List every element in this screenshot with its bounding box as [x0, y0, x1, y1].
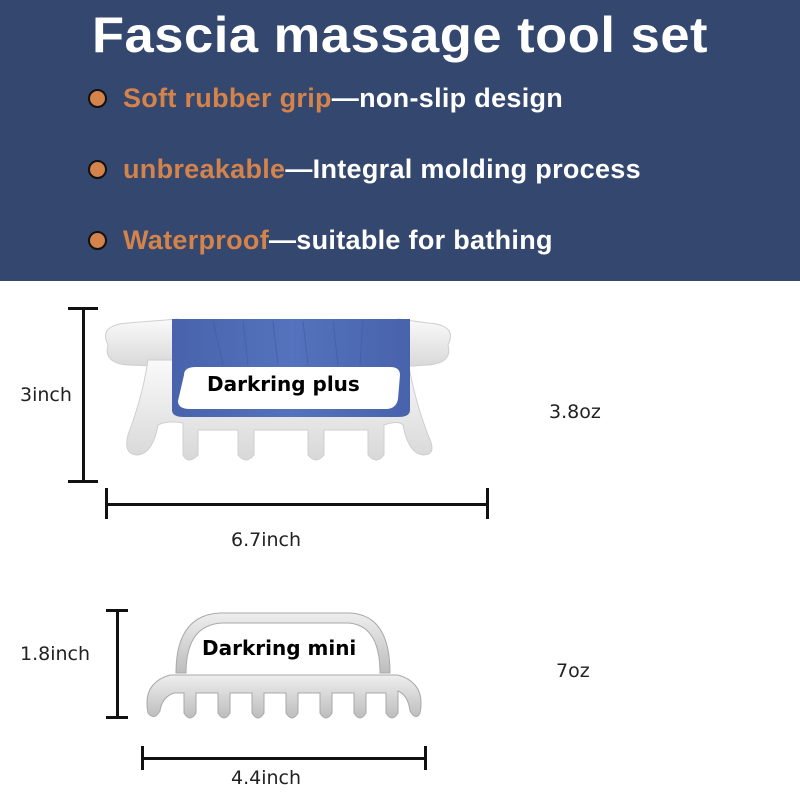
feature-highlight: Soft rubber grip	[123, 82, 332, 113]
feature-text: —suitable for bathing	[269, 224, 553, 255]
darkring-mini-illustration	[146, 612, 422, 719]
dimension-cap	[141, 746, 144, 770]
feature-text: —non-slip design	[331, 82, 564, 113]
dimension-cap	[106, 609, 128, 612]
weight-label: 7oz	[556, 660, 590, 682]
feature-item: unbreakable—Integral molding process	[88, 151, 641, 187]
dimension-cap	[424, 746, 427, 770]
height-dimension-line	[116, 610, 119, 718]
bullet-dot-icon	[88, 230, 107, 250]
width-dimension-line	[106, 503, 489, 506]
dimension-cap	[68, 480, 98, 483]
width-label: 4.4inch	[231, 767, 302, 789]
weight-label: 3.8oz	[549, 401, 601, 423]
feature-highlight: Waterproof	[123, 224, 269, 255]
height-dimension-line	[82, 308, 85, 482]
width-label: 6.7inch	[231, 529, 302, 551]
header-banner: Fascia massage tool set Soft rubber grip…	[0, 0, 800, 281]
darkring-plus-illustration	[105, 318, 451, 461]
bullet-dot-icon	[88, 88, 107, 108]
dimension-cap	[68, 307, 98, 310]
bullet-dot-icon	[88, 159, 107, 179]
feature-item: Waterproof—suitable for bathing	[88, 222, 553, 258]
height-label: 3inch	[20, 384, 72, 406]
page-title: Fascia massage tool set	[91, 7, 709, 63]
product-name: Darkring mini	[202, 636, 357, 660]
dimension-cap	[105, 488, 108, 519]
feature-item: Soft rubber grip—non-slip design	[88, 80, 563, 116]
feature-text: —Integral molding process	[285, 153, 641, 184]
dimension-cap	[486, 488, 489, 519]
height-label: 1.8inch	[20, 643, 91, 665]
product-name: Darkring plus	[207, 372, 360, 396]
dimension-cap	[106, 716, 128, 719]
width-dimension-line	[142, 757, 427, 760]
feature-highlight: unbreakable	[123, 153, 286, 184]
